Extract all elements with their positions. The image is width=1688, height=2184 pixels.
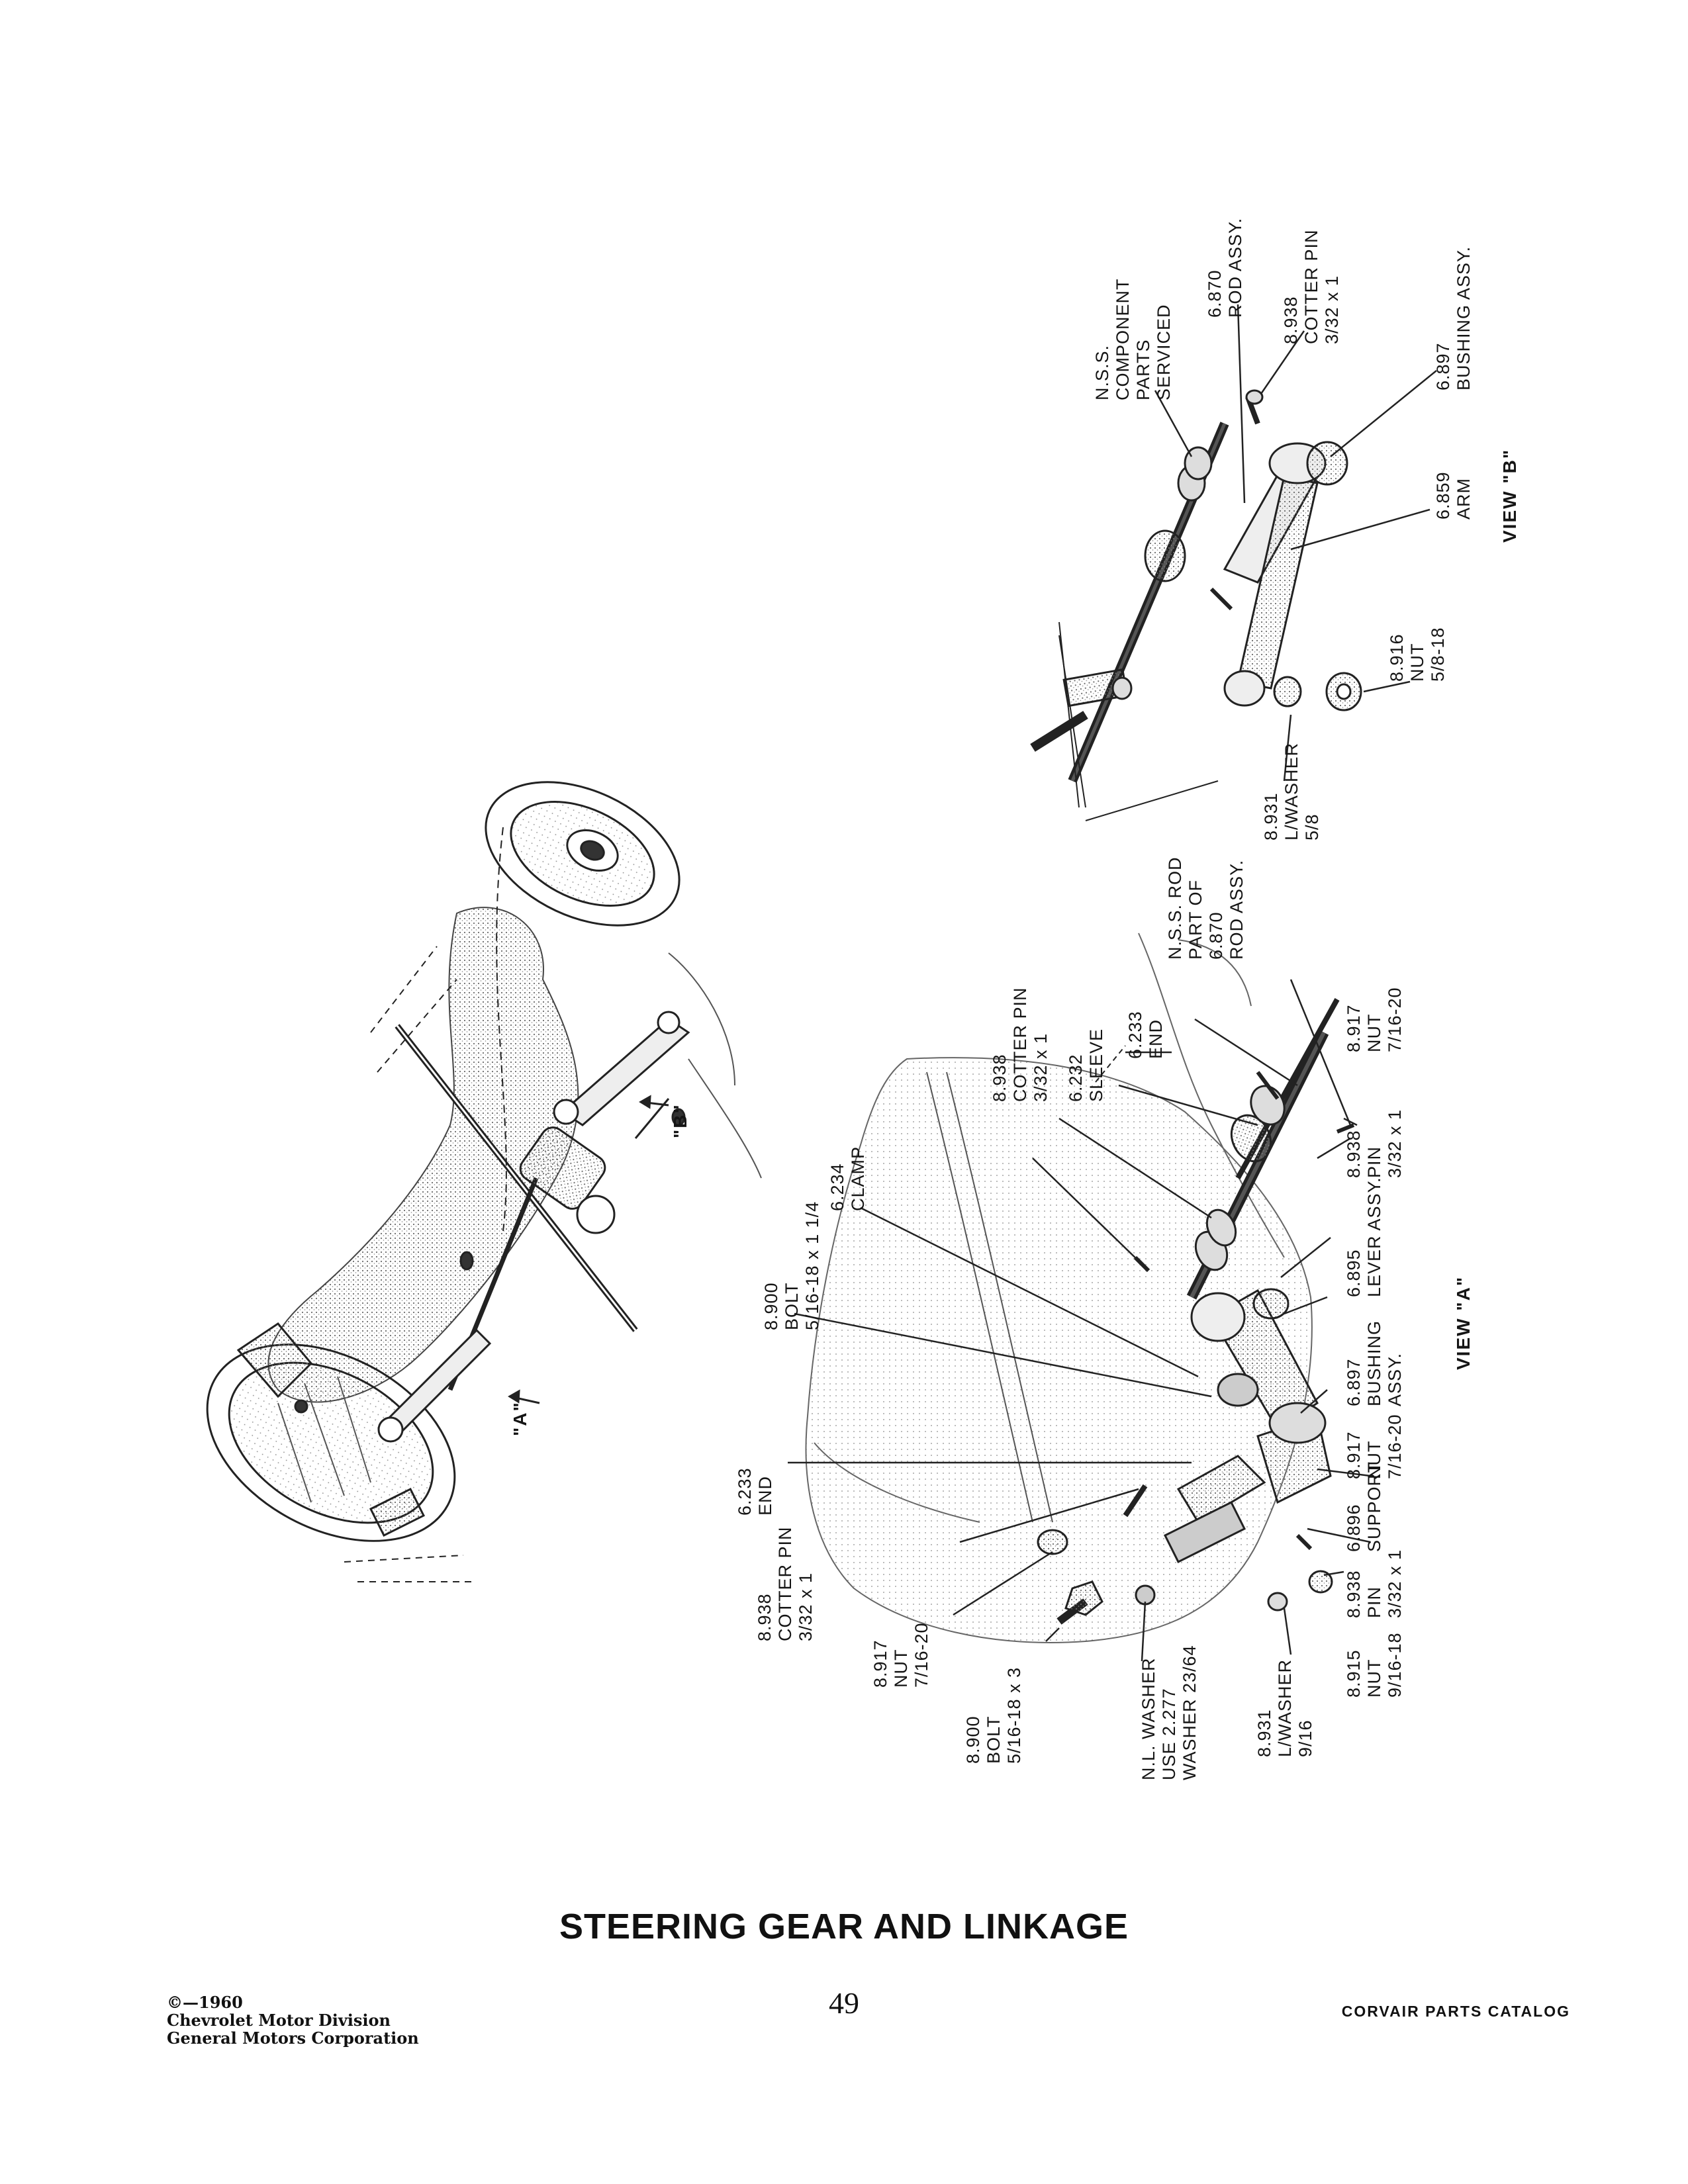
view-b-label-lwasher: 8.931 L/WASHER 5/8 — [1261, 742, 1322, 841]
overview-callout-b: "B" — [670, 1103, 690, 1138]
page-number: 49 — [829, 1986, 859, 2020]
view-a-caption: VIEW "A" — [1453, 1275, 1474, 1370]
view-a-label-nss-rod: N.S.S. ROD PART OF 6.870 ROD ASSY. — [1165, 856, 1246, 960]
page-title: STEERING GEAR AND LINKAGE — [559, 1907, 1129, 1946]
view-a-label-cotter-pin-lower: 8.938 COTTER PIN 3/32 x 1 — [755, 1526, 816, 1641]
view-a-label-bolt-5-16x3: 8.900 BOLT 5/16-18 x 3 — [963, 1666, 1024, 1764]
view-a-label-lever-assy: 6.895 LEVER ASSY. — [1344, 1177, 1384, 1297]
view-a-label-bushing-assy: 6.897 BUSHING ASSY. — [1344, 1320, 1405, 1406]
overview-callout-a: "A" — [510, 1401, 530, 1436]
catalog-name: CORVAIR PARTS CATALOG — [1341, 2003, 1570, 2020]
copyright-line-year: ©—1960 — [167, 1993, 243, 2012]
view-a-label-end-upper: 6.233 END — [1125, 1011, 1166, 1059]
view-a-label-pin-lower: 8.938 PIN 3/32 x 1 — [1344, 1549, 1405, 1618]
view-a-label-nl-washer: N.L. WASHER USE 2.277 WASHER 23/64 — [1139, 1645, 1199, 1780]
view-b-label-cotter-pin: 8.938 COTTER PIN 3/32 x 1 — [1281, 229, 1342, 344]
view-a-label-nut-lower: 8.917 NUT 7/16-20 — [870, 1622, 931, 1688]
view-b-label-rod-assy: 6.870 ROD ASSY. — [1205, 217, 1245, 318]
view-a-label-support: 6.896 SUPPORT — [1344, 1461, 1384, 1552]
view-a-label-cotter-pin-upper: 8.938 COTTER PIN 3/32 x 1 — [990, 987, 1051, 1102]
view-b-label-nut: 8.916 NUT 5/8-18 — [1387, 627, 1448, 682]
view-a-label-pin-upper: 8.938 PIN 3/32 x 1 — [1344, 1109, 1405, 1178]
view-a-illustration — [788, 933, 1371, 1662]
copyright-line-division: Chevrolet Motor Division — [167, 2011, 391, 2030]
view-a-label-nut-upper: 8.917 NUT 7/16-20 — [1344, 987, 1405, 1052]
view-a-label-clamp: 6.234 CLAMP — [827, 1146, 868, 1211]
copyright-line-corporation: General Motors Corporation — [167, 2028, 419, 2048]
view-a-label-lwasher-9-16: 8.931 L/WASHER 9/16 — [1254, 1659, 1315, 1757]
overview-illustration — [206, 781, 762, 1582]
view-a-label-end-lower: 6.233 END — [735, 1467, 775, 1516]
view-b-label-bushing-assy: 6.897 BUSHING ASSY. — [1433, 246, 1474, 390]
view-b-label-nss-component: N.S.S. COMPONENT PARTS SERVICED — [1092, 278, 1174, 401]
view-b-caption: VIEW "B" — [1499, 448, 1520, 543]
view-a-label-nut-9-16: 8.915 NUT 9/16-18 — [1344, 1632, 1405, 1698]
view-a-label-sleeve: 6.232 SLEEVE — [1066, 1028, 1106, 1102]
copyright-block: ©—1960 Chevrolet Motor Division General … — [167, 1993, 419, 2047]
view-a-label-bolt-5-16x1-1-4: 8.900 BOLT 5/16-18 x 1 1/4 — [761, 1201, 822, 1330]
view-b-label-arm: 6.859 ARM — [1433, 471, 1474, 520]
view-b-illustration — [1030, 304, 1437, 821]
